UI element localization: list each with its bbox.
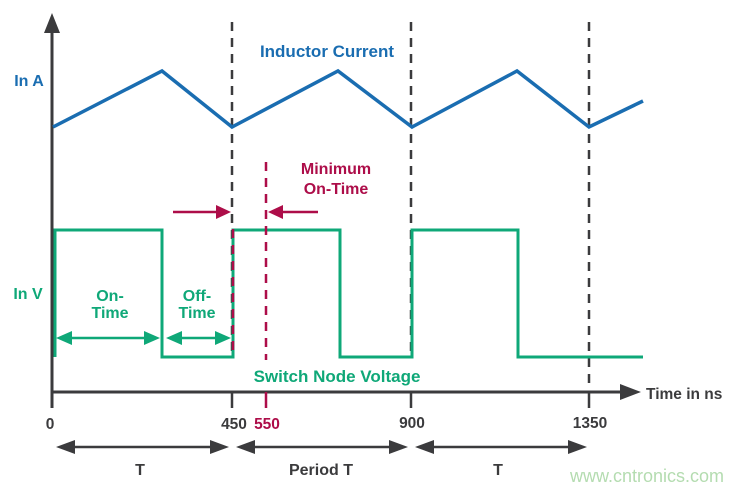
y-axis-arrow-icon xyxy=(44,13,60,33)
x-tick-label-900: 900 xyxy=(399,415,425,432)
t3-arrow-right-head-icon xyxy=(568,440,587,454)
x-tick-label-550: 550 xyxy=(254,416,280,433)
x-tick-label-0: 0 xyxy=(46,416,55,433)
off-time-label-line1: Off- xyxy=(183,288,211,305)
x-tick-label-450: 450 xyxy=(221,416,247,433)
t1-label: T xyxy=(135,462,145,479)
x-axis-arrow-icon xyxy=(620,384,641,400)
t1-arrow-right-head-icon xyxy=(210,440,229,454)
off-time-label-line2: Time xyxy=(178,305,215,322)
watermark-text: www.cntronics.com xyxy=(569,466,724,486)
inductor-current-wave xyxy=(52,68,644,130)
x-tick-label-1350: 1350 xyxy=(573,415,607,432)
period-t-arrow-left-head-icon xyxy=(236,440,255,454)
t3-label: T xyxy=(493,462,503,479)
minimum-on-time-label-line1: Minimum xyxy=(301,161,371,178)
min-on-time-arrow-right-head-icon xyxy=(268,205,283,219)
on-time-label-line2: Time xyxy=(91,305,128,322)
period-t-label: Period T xyxy=(289,462,353,479)
inductor-current-label: Inductor Current xyxy=(260,42,394,61)
off-time-arrow-left-head-icon xyxy=(166,331,182,345)
y-unit-label-volts: In V xyxy=(13,286,43,303)
minimum-on-time-label-line2: On-Time xyxy=(304,181,369,198)
min-on-time-arrow-left-head-icon xyxy=(216,205,231,219)
switch-node-voltage-wave xyxy=(53,228,643,359)
t1-arrow-left-head-icon xyxy=(56,440,75,454)
on-time-arrow-right-head-icon xyxy=(144,331,160,345)
x-axis-label: Time in ns xyxy=(646,386,722,403)
on-time-label-line1: On- xyxy=(96,288,124,305)
off-time-arrow-right-head-icon xyxy=(215,331,231,345)
t3-arrow-left-head-icon xyxy=(415,440,434,454)
y-unit-label-amps: In A xyxy=(14,73,44,90)
switch-node-voltage-label: Switch Node Voltage xyxy=(254,367,421,386)
on-time-arrow-left-head-icon xyxy=(56,331,72,345)
period-t-arrow-right-head-icon xyxy=(389,440,408,454)
